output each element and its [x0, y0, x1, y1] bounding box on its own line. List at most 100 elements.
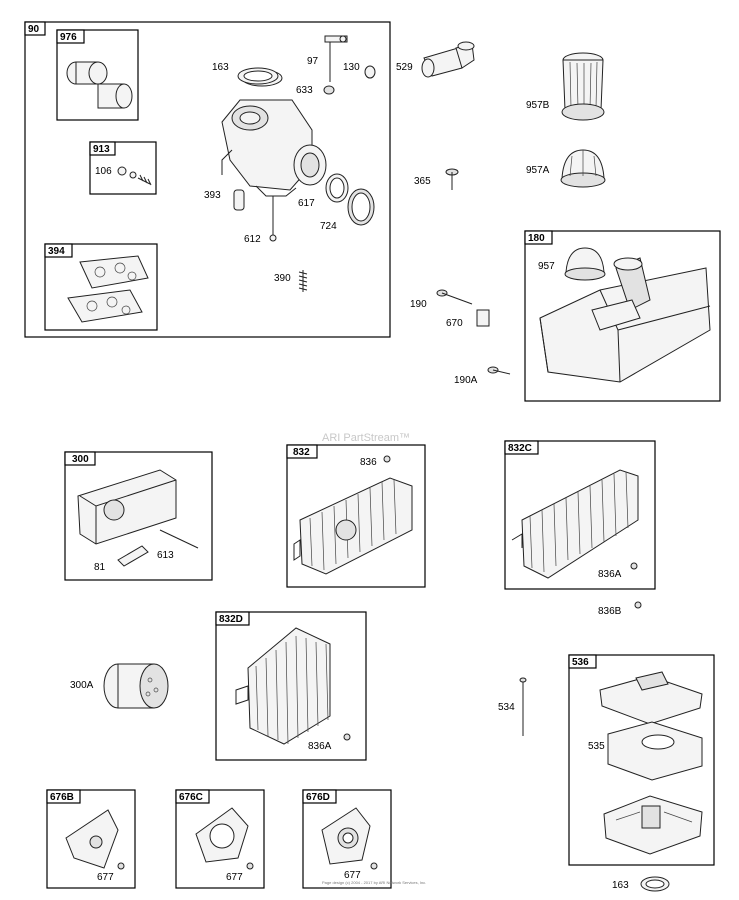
group-832-guard: 832 836	[286, 444, 426, 588]
part-label-957A: 957A	[526, 165, 550, 176]
group-90-tag: 90	[28, 24, 40, 35]
bolt-365-part	[445, 168, 459, 190]
part-label-836A-c: 836A	[598, 569, 622, 580]
part-label-190A: 190A	[454, 375, 478, 386]
part-label-836B: 836B	[598, 606, 622, 617]
part-label-957: 957	[538, 261, 555, 272]
group-180-frame	[524, 230, 721, 402]
deflector-676D-part	[321, 807, 371, 865]
part-label-677-c: 677	[226, 872, 243, 883]
fuel-cap-957-part	[564, 247, 606, 281]
group-913-tag: 913	[93, 144, 110, 155]
screw-836B-part	[634, 601, 642, 609]
part-label-529: 529	[396, 62, 413, 73]
group-832C-tag: 832C	[508, 443, 532, 454]
group-832C-tag-box	[504, 440, 539, 455]
spacer-670-part	[476, 309, 490, 327]
needle-valve-part	[117, 166, 152, 186]
screw-677-b-part	[117, 862, 125, 870]
group-976-tag-box	[56, 29, 85, 44]
screw-677-c-part	[246, 862, 254, 870]
elbow-529-part	[421, 41, 475, 78]
group-676D-frame	[302, 789, 392, 889]
group-300-frame	[64, 451, 213, 581]
group-676C-frame	[175, 789, 265, 889]
fuel-cap-957B-part	[561, 52, 605, 121]
diaphragm-gaskets-part	[67, 255, 149, 323]
group-300-tag: 300	[72, 454, 89, 465]
fuel-cap-957A-part	[560, 149, 606, 188]
group-676C-tag-box	[175, 789, 210, 804]
muffler-300A-part	[103, 663, 169, 709]
group-180-tag: 180	[528, 233, 545, 244]
part-label-612: 612	[244, 234, 261, 245]
group-676D-tag-box	[302, 789, 337, 804]
group-300-tag-box	[64, 451, 96, 466]
part-label-836A-d: 836A	[308, 741, 332, 752]
spring-390-part	[298, 270, 308, 292]
group-832-frame	[286, 444, 426, 588]
group-832D-frame	[215, 611, 367, 761]
air-cleaner-cover-part	[599, 671, 703, 725]
group-394-tag: 394	[48, 246, 65, 257]
group-832-tag: 832	[293, 447, 310, 458]
part-label-365: 365	[414, 176, 431, 187]
group-536-frame	[568, 654, 715, 866]
bolt-190-part	[436, 289, 473, 305]
group-832C-frame	[504, 440, 656, 590]
part-label-724: 724	[320, 221, 337, 232]
fuel-tank-part	[539, 257, 711, 383]
watermark: ARI PartStream™	[322, 432, 410, 444]
throttle-shaft-part	[324, 35, 348, 82]
nut-633-part	[323, 85, 335, 95]
group-832D-tag-box	[215, 611, 250, 626]
group-976-tag: 976	[60, 32, 77, 43]
part-label-81: 81	[94, 562, 106, 573]
muffler-300-part	[77, 469, 177, 545]
deflector-676C-part	[195, 807, 249, 863]
group-676B-deflector: 676B 677	[46, 789, 136, 889]
part-label-613: 613	[157, 550, 174, 561]
part-label-163-top: 163	[212, 62, 229, 73]
washer-130-part	[364, 65, 376, 79]
group-536-tag: 536	[572, 657, 589, 668]
screw-613-part	[159, 529, 199, 549]
muffler-guard-832D-part	[235, 627, 331, 745]
muffler-guard-832-part	[293, 477, 413, 575]
part-label-190: 190	[410, 299, 427, 310]
group-832D-tag: 832D	[219, 614, 243, 625]
group-676B-frame	[46, 789, 136, 889]
bushing-393-part	[233, 189, 245, 211]
group-676B-tag: 676B	[50, 792, 74, 803]
part-label-97: 97	[307, 56, 319, 67]
part-label-957B: 957B	[526, 100, 550, 111]
group-300-muffler: 300 81 613	[64, 451, 213, 581]
group-913-tag-box	[89, 141, 116, 156]
part-label-130: 130	[343, 62, 360, 73]
part-label-535: 535	[588, 741, 605, 752]
group-832-tag-box	[286, 444, 318, 459]
part-label-393: 393	[204, 190, 221, 201]
group-90-carburetor: 90 976 913 106 394	[24, 21, 391, 338]
group-676C-deflector: 676C 677	[175, 789, 265, 889]
screw-836A-d-part	[343, 733, 351, 741]
copyright-notice: Page design (c) 2004 - 2017 by ARI Netwo…	[322, 880, 426, 885]
lock-plate-81-part	[117, 545, 149, 567]
part-label-617: 617	[298, 198, 315, 209]
air-cleaner-base-part	[603, 795, 703, 855]
part-label-677-d: 677	[344, 870, 361, 881]
screw-836A-c-part	[630, 562, 638, 570]
group-90-frame	[24, 21, 391, 338]
part-label-633: 633	[296, 85, 313, 96]
group-676B-tag-box	[46, 789, 81, 804]
group-180-fuel-tank: 180 957	[524, 230, 721, 402]
group-536-air-cleaner: 536 535	[568, 654, 715, 866]
air-filter-535-part	[607, 721, 703, 781]
group-832C-guard: 832C 836A	[504, 440, 656, 590]
screw-677-d-part	[370, 862, 378, 870]
choke-sleeve-part	[66, 61, 133, 109]
screw-836-part	[383, 455, 391, 463]
bolt-190A-part	[487, 366, 511, 375]
part-label-534: 534	[498, 702, 515, 713]
